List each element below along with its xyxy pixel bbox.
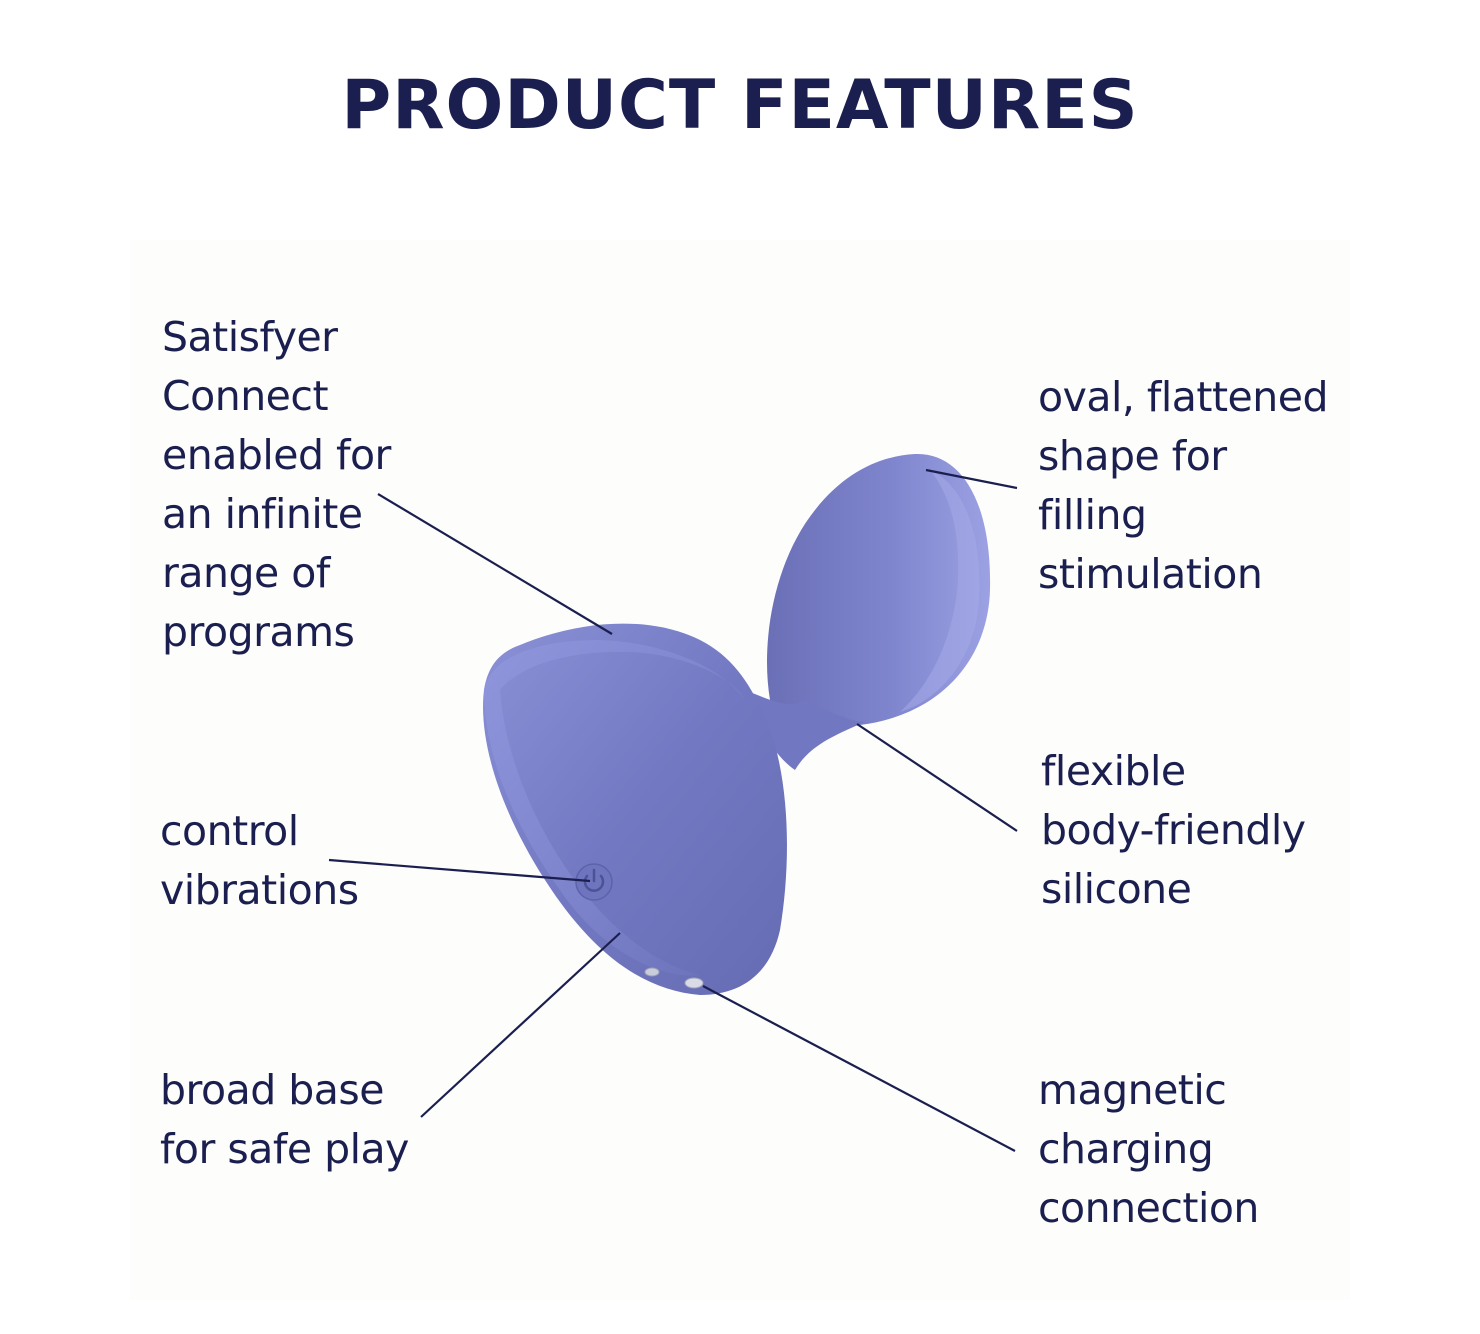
power-icon: [575, 863, 613, 901]
oval-tip-shape: [767, 453, 991, 726]
feature-text-line: stimulation: [1038, 550, 1263, 598]
feature-text-line: programs: [162, 608, 355, 656]
feature-text-line: control: [160, 807, 299, 855]
feature-text-line: broad base: [160, 1066, 384, 1114]
base-body-shape: [483, 623, 787, 995]
feature-text-line: Satisfyer: [162, 313, 338, 361]
feature-text-line: magnetic: [1038, 1066, 1227, 1114]
leader-line-connect: [377, 493, 613, 635]
feature-text-line: body-friendly: [1041, 806, 1306, 854]
feature-text-line: enabled for: [162, 431, 391, 479]
feature-text-line: Connect: [162, 372, 329, 420]
feature-oval-shape-label: oval, flattened shape for filling stimul…: [1038, 368, 1329, 604]
feature-connect-label: Satisfyer Connect enabled for an infinit…: [162, 308, 391, 662]
feature-text-line: vibrations: [160, 866, 359, 914]
feature-text-line: an infinite: [162, 490, 363, 538]
feature-text-line: connection: [1038, 1184, 1259, 1232]
feature-silicone-label: flexible body-friendly silicone: [1041, 742, 1306, 919]
feature-text-line: silicone: [1041, 865, 1192, 913]
leader-line-magnetic: [702, 985, 1016, 1152]
feature-charging-label: magnetic charging connection: [1038, 1061, 1259, 1238]
feature-text-line: charging: [1038, 1125, 1214, 1173]
feature-text-line: oval, flattened: [1038, 373, 1329, 421]
base-face-shape: [484, 640, 745, 976]
charging-contact-icon: [644, 967, 704, 989]
page-title: PRODUCT FEATURES: [341, 66, 1139, 145]
leader-line-flexible: [856, 723, 1018, 832]
feature-text-line: flexible: [1041, 747, 1186, 795]
leader-line-base: [420, 932, 621, 1118]
feature-text-line: shape for: [1038, 432, 1227, 480]
feature-base-label: broad base for safe play: [160, 1061, 409, 1179]
oval-tip-highlight: [900, 470, 980, 712]
feature-control-label: control vibrations: [160, 802, 359, 920]
feature-text-line: filling: [1038, 491, 1147, 539]
feature-text-line: range of: [162, 549, 330, 597]
feature-text-line: for safe play: [160, 1125, 409, 1173]
leader-line-oval: [925, 468, 1018, 490]
leader-line-control: [328, 858, 591, 883]
